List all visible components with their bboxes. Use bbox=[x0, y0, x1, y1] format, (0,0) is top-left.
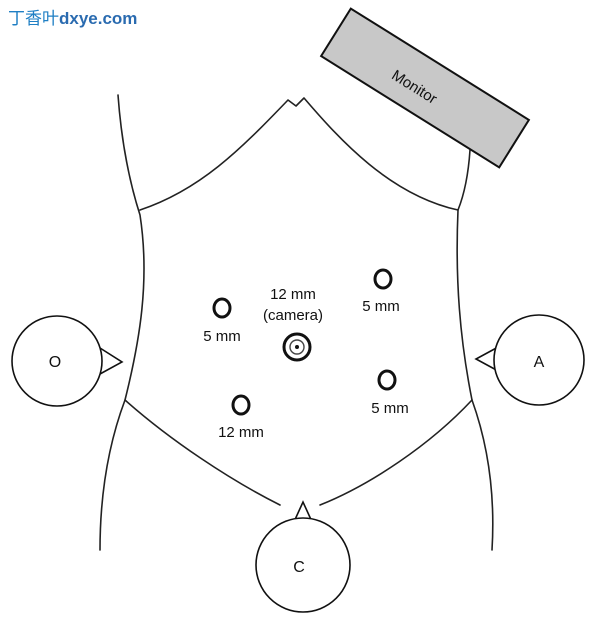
monitor: Monitor bbox=[319, 7, 531, 169]
monitor-box bbox=[319, 7, 531, 169]
groin-line-left bbox=[124, 399, 281, 506]
port-camera bbox=[282, 332, 312, 362]
port-left-lower-label: 12 mm bbox=[218, 424, 264, 441]
position-right-label: A bbox=[534, 354, 545, 371]
watermark-cjk: 丁香叶 bbox=[8, 9, 59, 29]
watermark-domain: dxye.com bbox=[59, 9, 138, 28]
position-left-label: O bbox=[49, 354, 61, 371]
ports bbox=[212, 268, 397, 416]
position-right-circle bbox=[493, 314, 585, 406]
port-left-lower bbox=[231, 394, 251, 416]
torso-right-side bbox=[456, 149, 494, 551]
port-left-upper bbox=[212, 297, 232, 319]
torso-left-side bbox=[99, 94, 145, 551]
position-bottom-label: C bbox=[293, 559, 305, 576]
port-camera-size: 12 mm bbox=[270, 286, 316, 303]
watermark-logo: 丁香叶dxye.com bbox=[8, 8, 137, 30]
port-right-upper bbox=[373, 268, 393, 290]
position-left-circle bbox=[11, 315, 103, 407]
port-camera-center bbox=[295, 345, 299, 349]
positions bbox=[11, 314, 585, 613]
port-right-lower bbox=[377, 369, 397, 391]
position-left-pointer bbox=[99, 346, 124, 376]
rib-margin bbox=[139, 97, 459, 211]
position-bottom-circle bbox=[255, 517, 351, 613]
port-camera-note: (camera) bbox=[263, 307, 323, 324]
torso-outline bbox=[99, 94, 494, 551]
groin-line-right bbox=[319, 399, 473, 506]
port-left-upper-label: 5 mm bbox=[203, 328, 241, 345]
port-right-upper-label: 5 mm bbox=[362, 298, 400, 315]
port-right-lower-label: 5 mm bbox=[371, 400, 409, 417]
